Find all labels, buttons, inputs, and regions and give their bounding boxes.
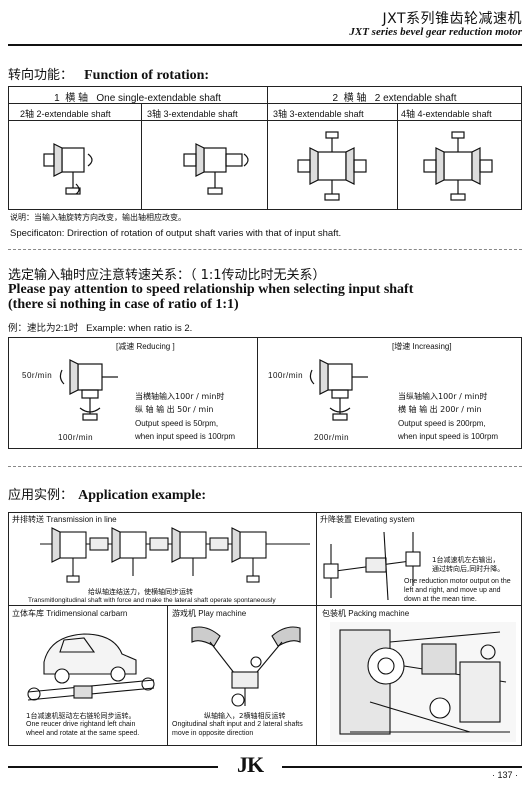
speed-example: 例：速比为2:1时 Example: when ratio is 2. bbox=[8, 323, 193, 334]
footer-logo: JK bbox=[236, 752, 264, 777]
rotation-table-divider bbox=[267, 86, 268, 210]
header-title-cn: JXT系列锥齿轮减速机 bbox=[382, 11, 522, 27]
increasing-title: [增速 Increasing] bbox=[392, 342, 452, 351]
play-machine-diagram bbox=[191, 626, 301, 707]
play-caption-en-2: move in opposite direction bbox=[172, 730, 254, 737]
carbarn-caption-en-1: One reucer drive rightand left chain bbox=[26, 721, 136, 728]
transmission-caption-en: Transmitlongitudinal shaft with force an… bbox=[28, 597, 276, 604]
play-caption-en-1: Ongitudinal shaft input and 2 lateral sh… bbox=[172, 721, 303, 728]
speed-heading-en-2: (there si nothing in case of ratio of 1:… bbox=[8, 297, 239, 312]
carbarn-diagram bbox=[27, 633, 155, 701]
rotation-heading-cn: 转向功能： bbox=[8, 68, 74, 83]
elevating-caption-cn-1: 1台减速机左右输出， bbox=[432, 556, 500, 564]
transmission-title: 并排转送 Transmission in line bbox=[12, 515, 117, 524]
play-title: 游戏机 Play machine bbox=[172, 609, 247, 618]
col-2-extendable: 2轴 2-extendable shaft bbox=[20, 109, 111, 119]
carbarn-caption-cn: 1台减速机驱动左右链轮同步运转。 bbox=[26, 712, 136, 720]
elevating-caption-en-2: left and right, and move up and bbox=[404, 587, 501, 594]
reducing-gearbox-diagram bbox=[59, 359, 118, 421]
elevating-title: 升降装置 Elevating system bbox=[320, 515, 415, 524]
application-grid-col-line bbox=[316, 512, 317, 746]
rotation-note-en: Specificaton: Drirection of rotation of … bbox=[10, 228, 342, 239]
increasing-in-rpm: 100r/min bbox=[268, 371, 304, 380]
application-grid bbox=[8, 512, 522, 746]
elevating-system-diagram bbox=[323, 531, 421, 601]
packing-machine-diagram bbox=[330, 622, 516, 742]
application-heading-en: Application example: bbox=[78, 488, 207, 503]
packing-title: 包装机 Packing machine bbox=[322, 609, 410, 618]
elevating-caption-en-3: down at the mean time. bbox=[404, 596, 477, 603]
gearbox-3-shaft-diagram bbox=[183, 143, 249, 195]
rotation-table-col-line bbox=[397, 103, 398, 210]
increasing-cn-1: 当纵轴输入100r / min时 bbox=[398, 392, 488, 401]
application-grid-row-line bbox=[8, 605, 522, 606]
footer-divider bbox=[8, 766, 218, 768]
rotation-table-row-line-2 bbox=[8, 120, 522, 121]
header-divider bbox=[8, 44, 522, 46]
increasing-en-1: Output speed is 200rpm, bbox=[398, 419, 486, 428]
increasing-out-rpm: 200r/min bbox=[314, 433, 350, 442]
transmission-in-line-diagram bbox=[40, 527, 310, 583]
double-shaft-header: 2 横 轴 2 extendable shaft bbox=[332, 93, 457, 104]
rotation-heading-en: Function of rotation: bbox=[84, 68, 210, 83]
speed-table-divider bbox=[257, 337, 258, 449]
application-heading: 应用实例： Application example: bbox=[8, 484, 206, 504]
transmission-caption-cn: 给纵轴连结送力，使横轴同步运转 bbox=[88, 588, 193, 596]
increasing-gearbox-diagram bbox=[309, 359, 368, 421]
elevating-caption-en-1: One reduction motor output on the bbox=[404, 578, 511, 585]
reducing-cn-1: 当横轴输入100r / min时 bbox=[135, 392, 225, 401]
gearbox-2-shaft-diagram bbox=[43, 143, 93, 195]
header-title-en: JXT series bevel gear reduction motor bbox=[349, 26, 522, 38]
footer-divider bbox=[282, 766, 522, 768]
increasing-cn-2: 横 轴 输 出 200r / min bbox=[398, 405, 482, 414]
reducing-cn-2: 纵 轴 输 出 50r / min bbox=[135, 405, 214, 414]
col-4-extendable: 4轴 4-extendable shaft bbox=[401, 109, 492, 119]
reducing-in-rpm: 50r/min bbox=[22, 371, 53, 380]
reducing-en-2: when input speed is 100rpm bbox=[135, 432, 236, 441]
gearbox-3-shaft-b-diagram bbox=[297, 131, 367, 201]
col-3-extendable-b: 3轴 3-extendable shaft bbox=[273, 109, 364, 119]
speed-heading-en-1: Please pay attention to speed relationsh… bbox=[8, 282, 414, 297]
single-shaft-header: 1 横 轴 One single-extendable shaft bbox=[54, 93, 221, 104]
elevating-caption-cn-2: 通过转向后,同时升降。 bbox=[432, 565, 505, 573]
rotation-table bbox=[8, 86, 522, 210]
application-heading-cn: 应用实例： bbox=[8, 488, 74, 503]
speed-heading-cn: 选定输入轴时应注意转速关系：（ 1:1传动比时无关系） bbox=[8, 268, 326, 283]
reducing-en-1: Output speed is 50rpm, bbox=[135, 419, 219, 428]
speed-table bbox=[8, 337, 522, 449]
reducing-out-rpm: 100r/min bbox=[58, 433, 94, 442]
rotation-table-row-line bbox=[8, 103, 522, 104]
application-grid-col-line bbox=[167, 605, 168, 746]
increasing-en-2: when input speed is 100rpm bbox=[398, 432, 499, 441]
rotation-heading: 转向功能： Function of rotation: bbox=[8, 64, 209, 84]
reducing-title: [减速 Reducing ] bbox=[116, 342, 175, 351]
section-divider-2 bbox=[8, 466, 522, 467]
col-3-extendable-a: 3轴 3-extendable shaft bbox=[147, 109, 238, 119]
rotation-table-col-line bbox=[141, 103, 142, 210]
carbarn-caption-en-2: wheel and rotate at the same speed. bbox=[26, 730, 140, 737]
play-caption-cn: 纵轴输入，2横轴相反运转 bbox=[204, 712, 286, 720]
carbarn-title: 立体车库 Tridimensional carbarn bbox=[12, 609, 128, 618]
rotation-note-cn: 说明：当输入轴旋转方向改变，输出轴相应改变。 bbox=[10, 213, 186, 222]
page-number: · 137 · bbox=[491, 770, 518, 780]
gearbox-4-shaft-diagram bbox=[423, 131, 493, 201]
section-divider-1 bbox=[8, 249, 522, 250]
